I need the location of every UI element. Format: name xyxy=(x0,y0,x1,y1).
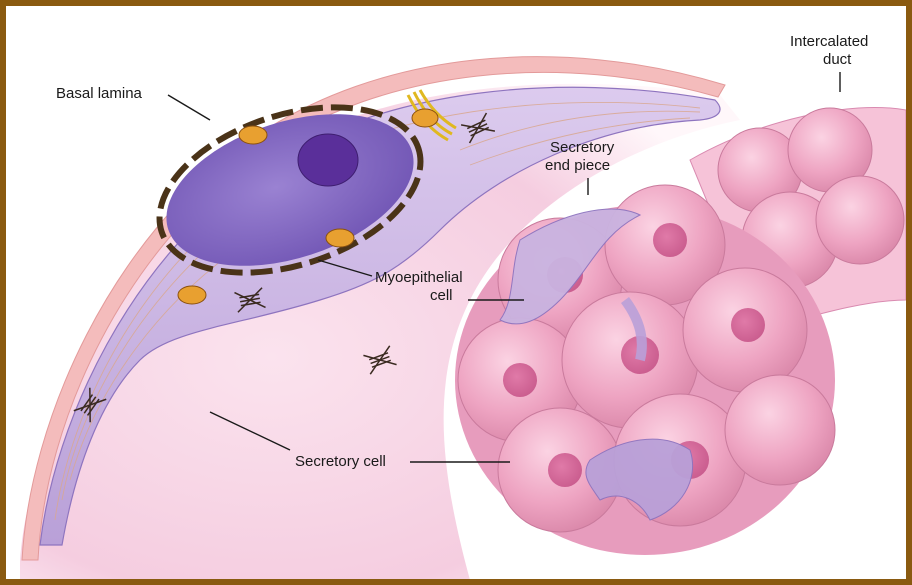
label-secretory-end-piece-line1: Secretory xyxy=(550,139,615,156)
label-intercalated-duct-line2: duct xyxy=(823,51,852,68)
label-secretory-end-piece-line2: end piece xyxy=(545,157,610,174)
label-myoepithelial-line2: cell xyxy=(430,287,453,304)
label-secretory-cell: Secretory cell xyxy=(295,453,386,470)
label-basal-lamina: Basal lamina xyxy=(56,85,143,102)
label-myoepithelial-line1: Myoepithelial xyxy=(375,269,463,286)
illustration: Basal lamina Intercalated duct Secretory… xyxy=(6,6,906,579)
diagram-frame: Basal lamina Intercalated duct Secretory… xyxy=(6,6,906,579)
leader-basal-lamina xyxy=(168,95,210,120)
label-intercalated-duct-line1: Intercalated xyxy=(790,33,868,50)
nucleolus xyxy=(298,134,358,186)
